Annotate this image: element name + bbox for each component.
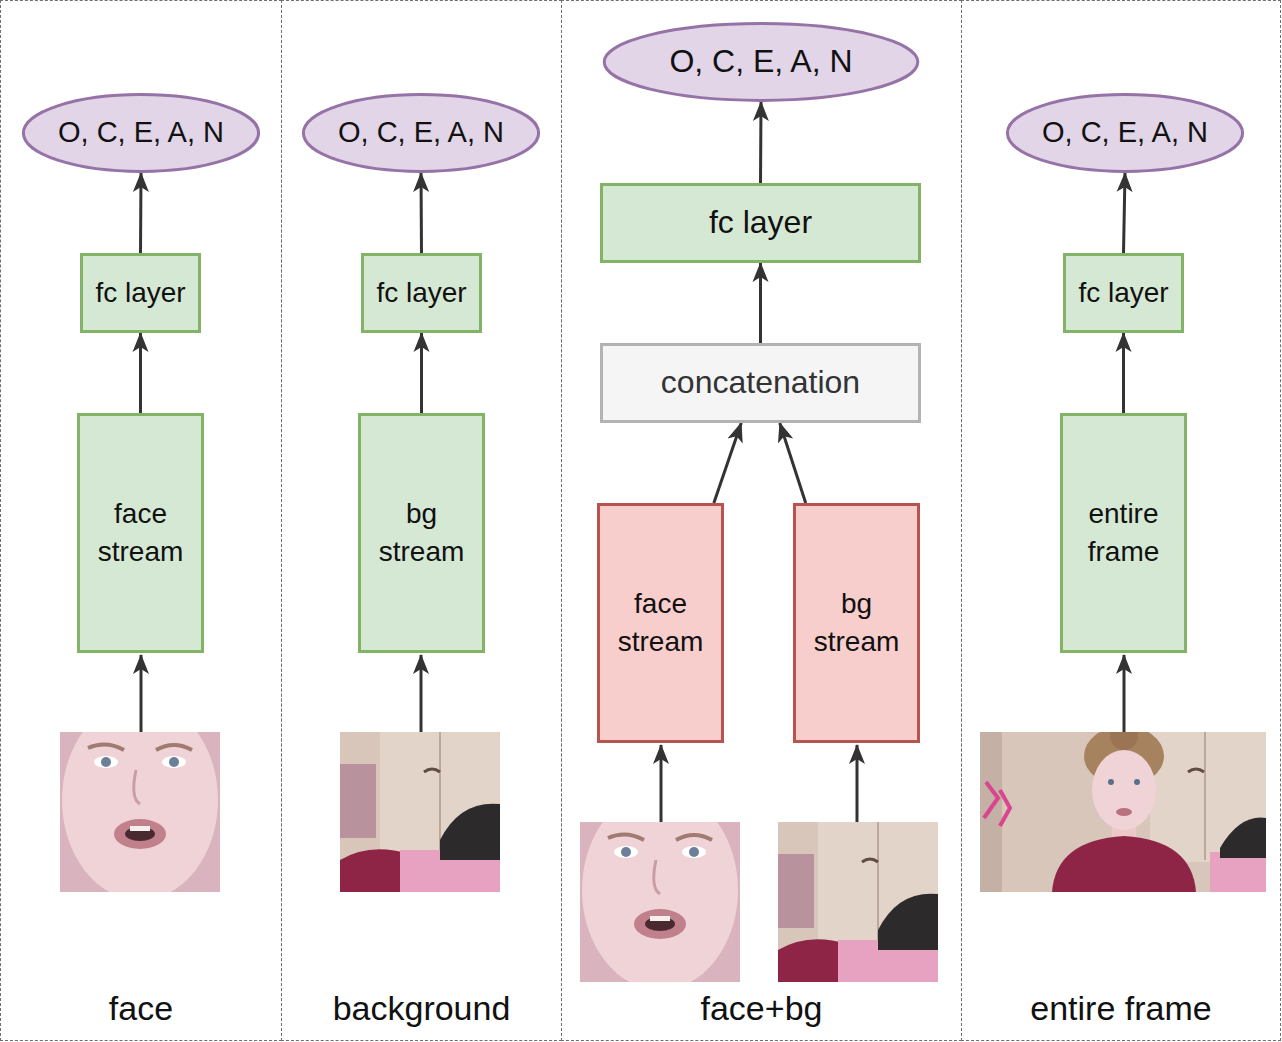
concatenation-box: concatenation: [600, 343, 921, 423]
arrow-connector: [420, 333, 423, 413]
fc-layer-box: fc layer: [80, 253, 201, 333]
panel-label: face: [109, 986, 173, 1032]
panel-label: background: [333, 986, 511, 1032]
background-photo: [340, 732, 500, 892]
box-label: O, C, E, A, N: [1042, 113, 1208, 152]
arrow-connector: [759, 102, 763, 183]
stream-box: bg stream: [793, 503, 920, 743]
box-label: face stream: [600, 585, 721, 661]
panel: background O, C, E, A, N fc layer bg stream: [281, 0, 562, 1041]
stream-box: bg stream: [358, 413, 485, 653]
output-ellipse: O, C, E, A, N: [301, 93, 541, 173]
box-label: bg stream: [361, 495, 482, 571]
output-ellipse: O, C, E, A, N: [21, 93, 261, 173]
frame-photo: [980, 732, 1266, 892]
panel-label: face+bg: [701, 986, 823, 1032]
arrow-connector: [139, 333, 142, 413]
box-label: fc layer: [376, 274, 466, 312]
box-label: bg stream: [796, 585, 917, 661]
box-label: fc layer: [95, 274, 185, 312]
panel: face O, C, E, A, N fc layer face stream: [0, 0, 282, 1041]
arrow-connector: [139, 173, 143, 253]
arrow-connector: [420, 173, 424, 253]
box-label: O, C, E, A, N: [338, 113, 504, 152]
stream-box: face stream: [597, 503, 724, 743]
stream-box: face stream: [77, 413, 204, 653]
output-ellipse: O, C, E, A, N: [1005, 93, 1245, 173]
arrow-connector: [759, 263, 762, 343]
box-label: O, C, E, A, N: [58, 113, 224, 152]
box-label: fc layer: [1078, 274, 1168, 312]
face-photo: [60, 732, 220, 892]
box-label: O, C, E, A, N: [669, 40, 852, 83]
box-label: face stream: [80, 495, 201, 571]
arrow-connector: [1122, 333, 1125, 413]
fc-layer-box: fc layer: [361, 253, 482, 333]
box-label: entire frame: [1063, 495, 1184, 571]
face-photo: [580, 822, 740, 982]
stream-box: entire frame: [1060, 413, 1187, 653]
arrow-connector: [1124, 173, 1126, 253]
panel: entire frame O, C, E, A, N fc layer entire …: [961, 0, 1281, 1041]
panel: face+bg O, C, E, A, N fc layer concatenatio…: [561, 0, 962, 1041]
fc-layer-box: fc layer: [600, 183, 921, 263]
arrow-connector: [714, 423, 741, 503]
box-label: fc layer: [709, 201, 812, 244]
output-ellipse: O, C, E, A, N: [601, 22, 921, 102]
box-label: concatenation: [661, 361, 860, 404]
panel-label: entire frame: [1030, 986, 1211, 1032]
fc-layer-box: fc layer: [1063, 253, 1184, 333]
arrow-connector: [780, 423, 806, 503]
background-photo: [778, 822, 938, 982]
